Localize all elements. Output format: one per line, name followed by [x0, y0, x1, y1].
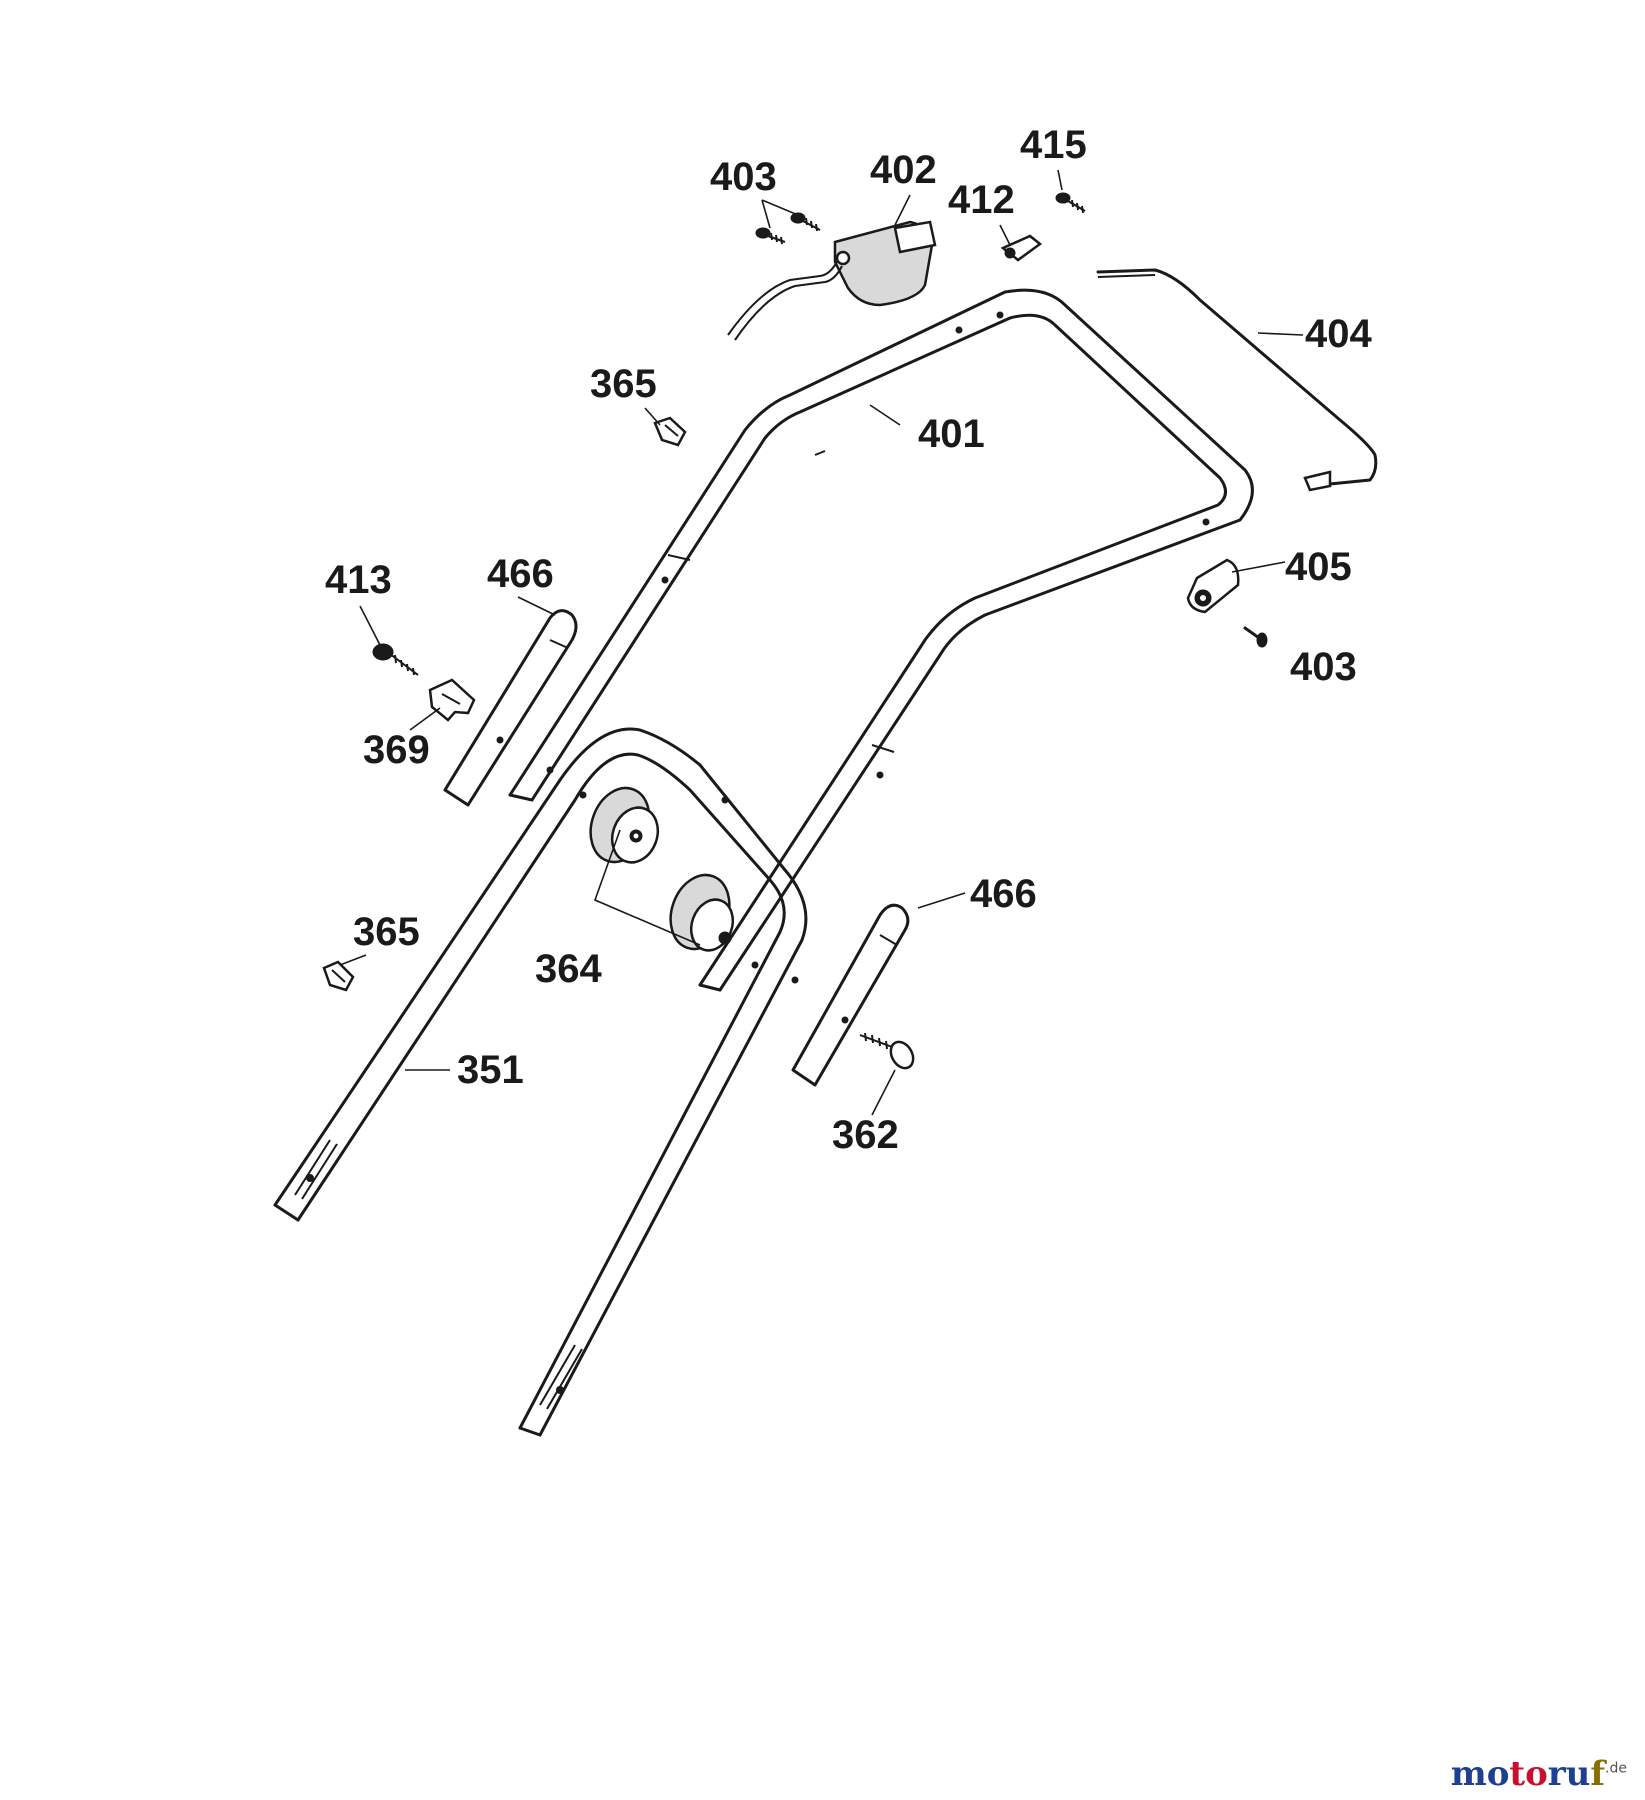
clip-365-upper [653, 416, 687, 447]
control-rod-404 [1096, 268, 1378, 492]
label-415: 415 [1020, 123, 1087, 167]
knob-bolt-362 [859, 1032, 915, 1070]
label-404: 404 [1305, 312, 1372, 356]
label-365-upper: 365 [590, 362, 657, 406]
label-402: 402 [870, 148, 937, 192]
screw-415 [1055, 192, 1086, 214]
label-466-upper: 466 [487, 552, 554, 596]
logo-suffix: .de [1605, 1760, 1627, 1777]
cable-clamp-405 [1186, 558, 1240, 614]
part-labels: 403 402 415 412 404 365 401 405 403 413 … [325, 123, 1372, 1157]
grip-tube-466-lower [791, 903, 910, 1087]
lower-handle-351 [273, 727, 808, 1437]
logo-part-2: to [1509, 1754, 1548, 1794]
label-412: 412 [948, 178, 1015, 222]
label-401: 401 [918, 412, 985, 456]
label-413: 413 [325, 558, 392, 602]
grip-tube-466-upper [443, 609, 578, 807]
knob-413 [372, 643, 419, 676]
label-365-lower: 365 [353, 910, 420, 954]
screws-403-top [755, 212, 821, 245]
upper-handle-401 [508, 288, 1254, 992]
logo-part-4: f [1590, 1754, 1606, 1794]
label-369: 369 [363, 728, 430, 772]
clip-412 [1000, 234, 1043, 262]
switch-box-402 [727, 220, 937, 341]
label-403-top: 403 [710, 155, 777, 199]
bracket-369 [428, 678, 476, 722]
label-403-right: 403 [1290, 645, 1357, 689]
leader-lines [339, 169, 1304, 1116]
clip-365-lower [322, 960, 355, 992]
label-405: 405 [1285, 545, 1352, 589]
label-362: 362 [832, 1113, 899, 1157]
screw-403-right [1243, 626, 1268, 648]
handle-knob-364 [589, 786, 735, 952]
label-364: 364 [535, 947, 602, 991]
logo-part-3: ru [1547, 1754, 1591, 1794]
logo-part-1: mo [1450, 1754, 1510, 1794]
label-351: 351 [457, 1048, 524, 1092]
motoruf-watermark-logo: motoruf.de [1451, 1754, 1627, 1794]
label-466-lower: 466 [970, 872, 1037, 916]
